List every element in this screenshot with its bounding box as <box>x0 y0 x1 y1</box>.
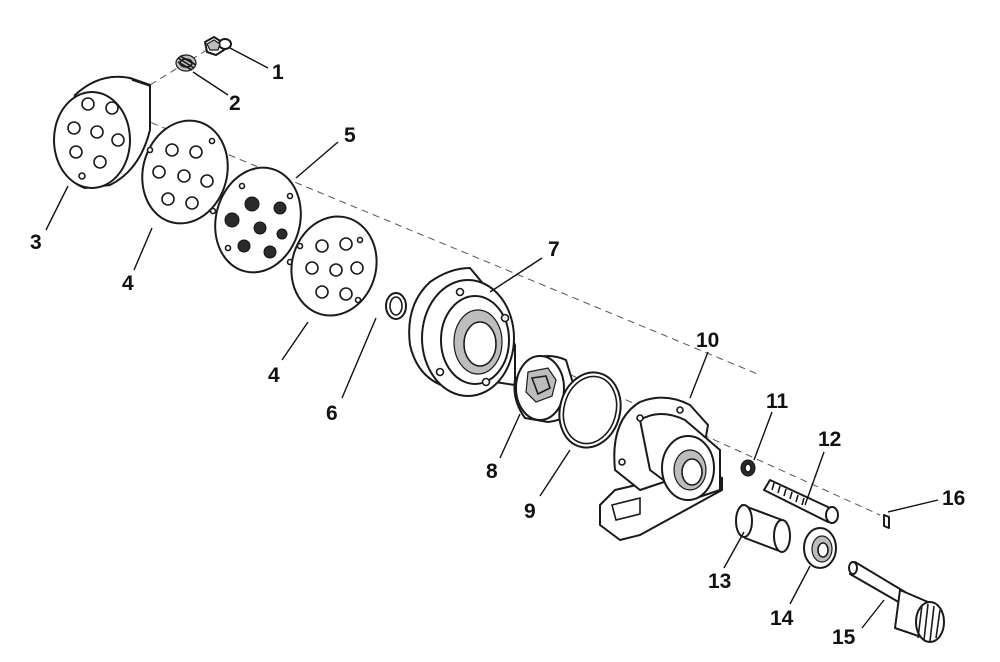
part-4-gasket-upper <box>141 119 229 225</box>
callout-labels: 1 2 3 4 5 6 7 4 8 9 10 11 12 13 14 15 16 <box>30 61 965 649</box>
axis-lower <box>559 369 881 516</box>
leader-4b <box>281 321 309 361</box>
part-16-key <box>883 514 890 529</box>
leader-lines <box>45 47 939 629</box>
callout-11: 11 <box>766 390 789 413</box>
axis-main <box>139 117 761 376</box>
assembly-axes <box>139 47 881 516</box>
callout-16: 16 <box>942 487 965 510</box>
leader-13 <box>723 531 745 569</box>
callout-3: 3 <box>30 231 42 254</box>
leader-4a <box>133 227 153 271</box>
leader-14 <box>789 565 811 605</box>
leader-5 <box>295 141 339 179</box>
leader-9 <box>539 449 571 497</box>
callout-13: 13 <box>708 570 731 593</box>
leader-1 <box>229 47 269 69</box>
callout-4-lower: 4 <box>268 364 280 387</box>
leader-16 <box>887 499 939 513</box>
leader-6 <box>341 317 377 399</box>
part-9-o-ring <box>558 371 622 449</box>
part-3-end-cover <box>53 75 151 189</box>
leader-10 <box>689 351 709 399</box>
part-7-housing <box>408 267 516 397</box>
leader-7 <box>489 257 543 293</box>
leader-8 <box>499 413 521 459</box>
part-2-fitting <box>175 54 197 72</box>
callout-8: 8 <box>486 460 498 483</box>
part-4-gasket-lower <box>290 215 378 317</box>
part-6-o-ring <box>385 292 407 320</box>
callout-7: 7 <box>548 238 560 261</box>
leader-12 <box>804 451 825 506</box>
callout-15: 15 <box>832 626 856 649</box>
part-14-seal <box>803 527 837 569</box>
callout-10: 10 <box>696 329 719 352</box>
part-10-mounting-flange <box>599 396 723 541</box>
part-5-valve-plate <box>214 166 302 274</box>
part-1-fitting <box>204 36 232 56</box>
part-13-bushing <box>735 504 791 553</box>
leader-11 <box>753 411 773 461</box>
part-15-shaft <box>848 561 945 643</box>
part-12-bolt <box>763 479 839 524</box>
leader-2 <box>192 71 229 96</box>
callout-2: 2 <box>229 92 241 115</box>
callout-5: 5 <box>344 124 356 147</box>
part-11-washer <box>740 459 756 477</box>
callout-4-upper: 4 <box>122 272 134 295</box>
callout-1: 1 <box>272 61 284 84</box>
leader-3 <box>45 185 69 231</box>
callout-6: 6 <box>326 402 338 425</box>
callout-14: 14 <box>770 607 794 630</box>
leader-15 <box>861 599 885 629</box>
callout-9: 9 <box>524 500 536 523</box>
callout-12: 12 <box>818 428 841 451</box>
